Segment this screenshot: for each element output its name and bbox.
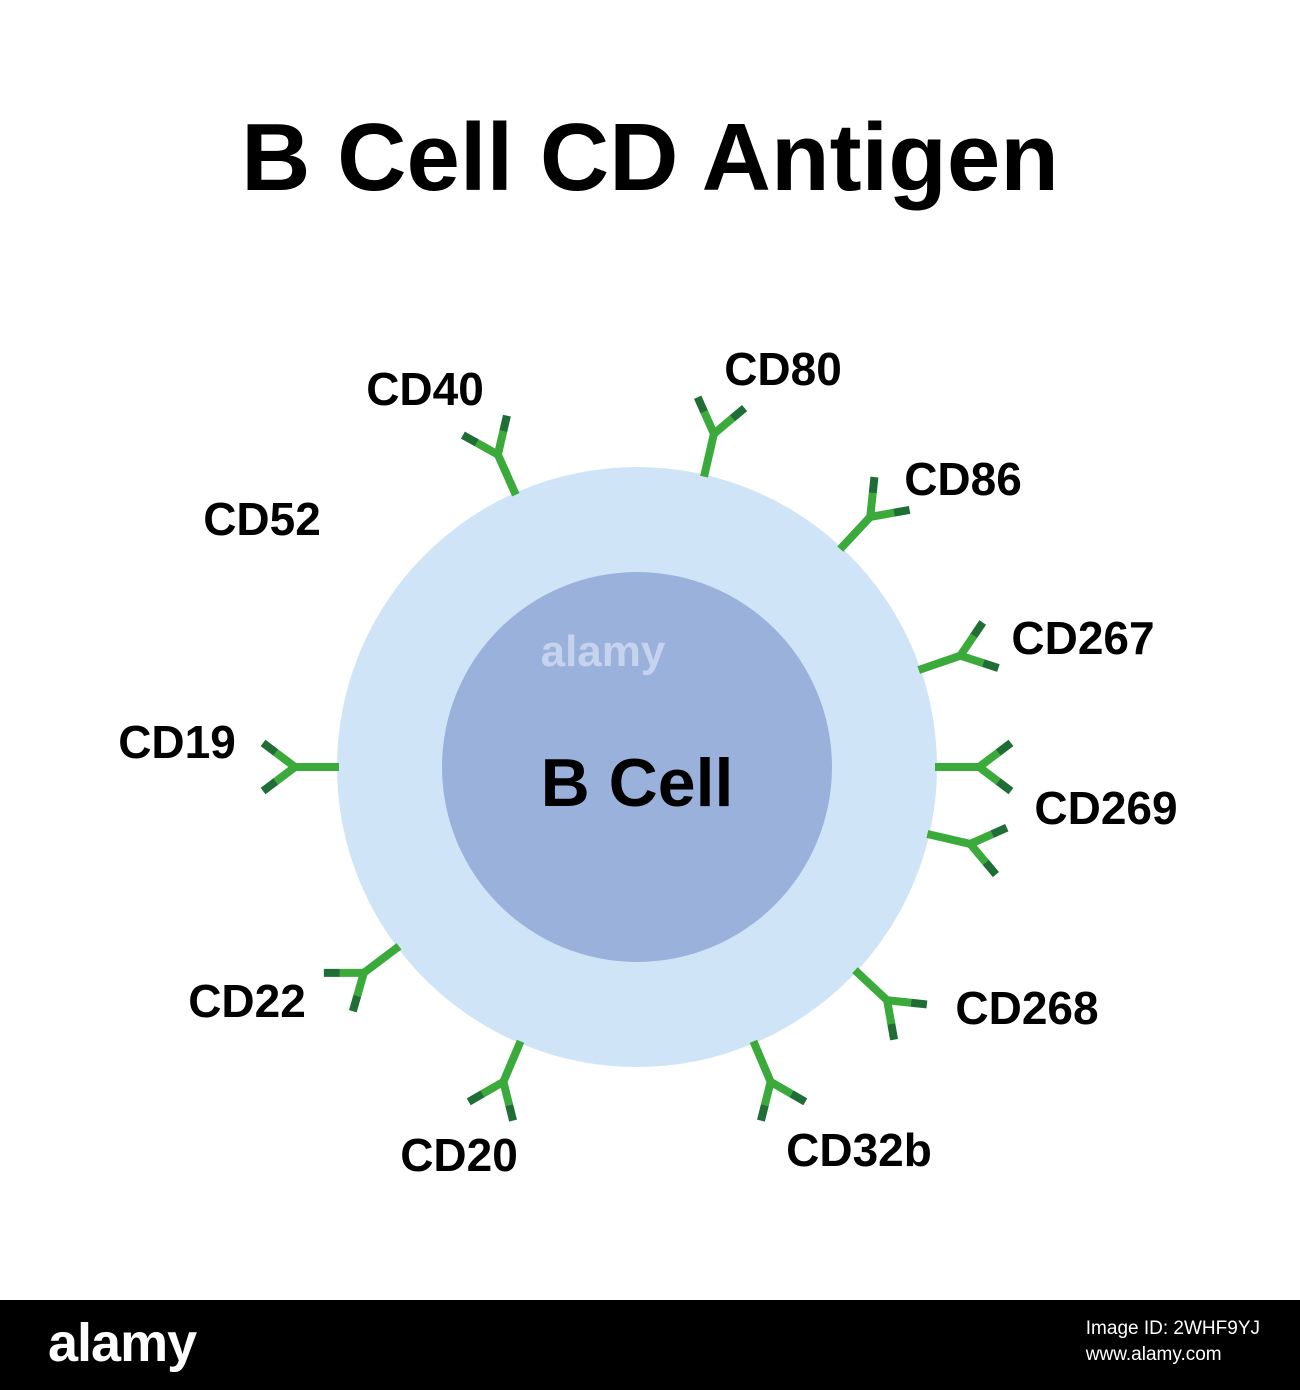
receptor-cd22-icon — [466, 1039, 525, 1122]
receptor-group — [260, 395, 1014, 1122]
diagram: B Cell CD Antigen alamy B Cell CD40 CD80… — [118, 104, 1177, 1181]
marker-cd19-label: CD19 — [118, 716, 236, 768]
footer-logo: alamy — [48, 1313, 197, 1373]
marker-cd267-label: CD267 — [1011, 612, 1154, 664]
marker-cd52-label: CD52 — [203, 493, 321, 545]
marker-cd22-label: CD22 — [188, 975, 306, 1027]
receptor-cd86-icon — [837, 476, 911, 552]
footer-image-id: Image ID: 2WHF9YJ www.alamy.com — [1086, 1316, 1260, 1368]
marker-cd268-label: CD268 — [955, 982, 1098, 1034]
watermark-text: alamy — [541, 627, 666, 676]
receptor-cd19-icon — [260, 739, 339, 795]
receptor-cd269-icon — [935, 739, 1014, 795]
marker-cd40-label: CD40 — [366, 363, 484, 415]
receptor-cd32b-icon — [852, 967, 928, 1041]
marker-cd80-label: CD80 — [724, 343, 842, 395]
marker-cd32b-label: CD32b — [786, 1124, 932, 1176]
footer-bar: alamy Image ID: 2WHF9YJ www.alamy.com — [0, 1300, 1300, 1390]
cell-label: B Cell — [541, 745, 734, 821]
diagram-title: B Cell CD Antigen — [241, 104, 1059, 211]
marker-cd20-label: CD20 — [400, 1129, 518, 1181]
marker-cd86-label: CD86 — [904, 453, 1022, 505]
receptor-cd268-icon — [926, 824, 1009, 878]
receptor-cd40-icon — [460, 414, 520, 497]
footer-image-id-line: Image ID: 2WHF9YJ — [1085, 1318, 1260, 1339]
cell-nucleus — [442, 572, 832, 962]
receptor-cd52-icon — [323, 943, 402, 1013]
marker-cd269-label: CD269 — [1034, 782, 1177, 834]
receptor-cd20-icon — [749, 1039, 808, 1122]
footer-site-line: www.alamy.com — [1085, 1344, 1222, 1365]
receptor-cd267-icon — [917, 620, 1000, 674]
receptor-cd80-icon — [694, 395, 748, 478]
